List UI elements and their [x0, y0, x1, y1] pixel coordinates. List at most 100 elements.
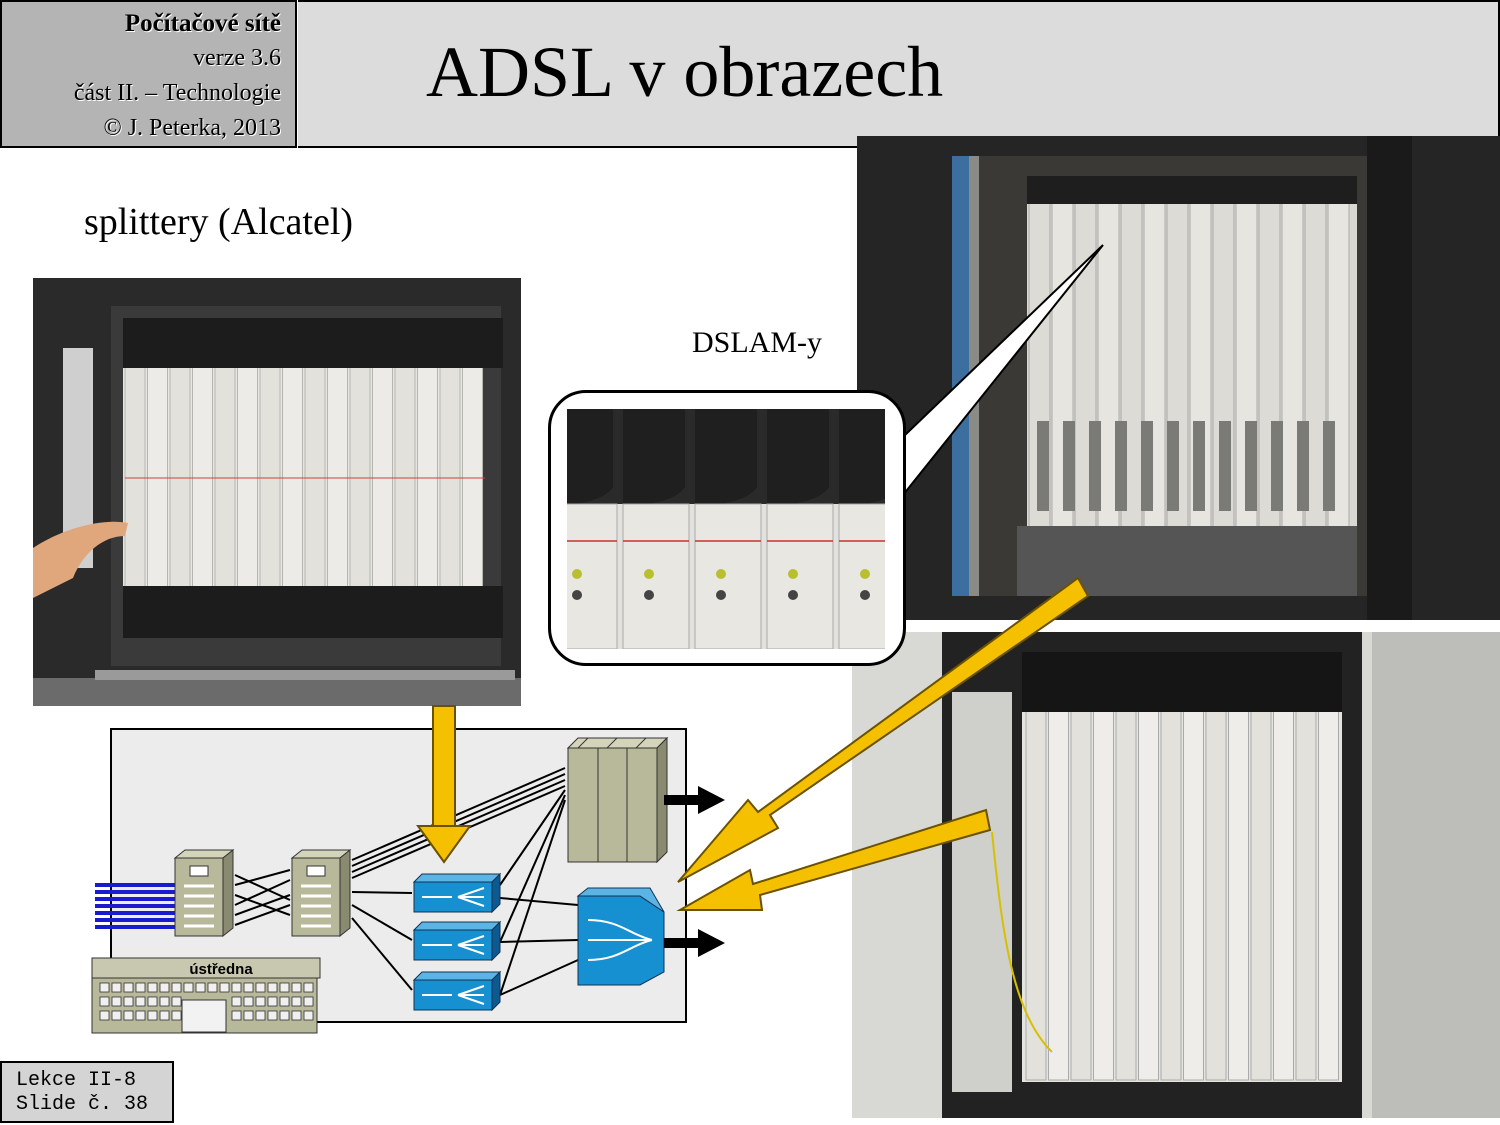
building-window — [291, 996, 302, 1007]
switch-icon-2 — [412, 920, 502, 962]
building-window — [303, 982, 314, 993]
course-version: verze 3.6 — [193, 45, 281, 71]
lesson-number: Lekce II-8 — [16, 1069, 137, 1092]
building-window — [279, 996, 290, 1007]
alm-led — [572, 590, 582, 600]
dslam-cable-connector — [1141, 421, 1153, 511]
dslam-cable-connector — [1297, 421, 1309, 511]
building-window — [159, 982, 170, 993]
card-face — [694, 503, 762, 649]
building-window — [303, 996, 314, 1007]
building-window — [291, 1010, 302, 1021]
building-window — [123, 996, 134, 1007]
dslam-cable-connector — [1245, 421, 1257, 511]
alm-led — [716, 590, 726, 600]
switch-icon-1 — [412, 872, 502, 914]
building-window — [135, 982, 146, 993]
building-window — [111, 1010, 122, 1021]
course-title: Počítačové sítě — [124, 10, 281, 37]
dslam-cable-connector — [1037, 421, 1049, 511]
building-window — [171, 996, 182, 1007]
building-window — [99, 1010, 110, 1021]
dslam-cable-connector — [1063, 421, 1075, 511]
arrow-splitter-to-diagram — [416, 705, 472, 864]
pwr-led — [860, 569, 870, 579]
slide-subtitle: splittery (Alcatel) — [84, 201, 354, 243]
pwr-led — [644, 569, 654, 579]
card-latch — [567, 409, 613, 506]
building-window — [267, 1010, 278, 1021]
building-window — [279, 1010, 290, 1021]
building-window — [267, 996, 278, 1007]
dslam-cable-connector — [1115, 421, 1127, 511]
building-window — [291, 982, 302, 993]
dslam-cable-connector — [1219, 421, 1231, 511]
building-window — [219, 982, 230, 993]
card-latch — [839, 409, 885, 509]
building-window — [99, 982, 110, 993]
building-window — [171, 982, 182, 993]
building-window — [123, 982, 134, 993]
course-info-box: Počítačové sítě verze 3.6 část II. – Tec… — [0, 0, 297, 148]
dslam-photo-top — [857, 136, 1500, 620]
building-window — [111, 982, 122, 993]
dslam-cable-connector — [1323, 421, 1335, 511]
splitter-rack-photo — [33, 278, 521, 706]
card-closeup-photo — [567, 409, 885, 649]
building-window — [99, 996, 110, 1007]
building-window — [183, 982, 194, 993]
uplink-arrow-1 — [664, 786, 725, 814]
building-window — [147, 982, 158, 993]
title-bar: ADSL v obrazech — [298, 0, 1500, 148]
building-window — [159, 1010, 170, 1021]
building-window — [279, 982, 290, 993]
pwr-led — [716, 569, 726, 579]
dslam-cable-connector — [1193, 421, 1205, 511]
building-window — [267, 982, 278, 993]
card-latch — [623, 409, 685, 509]
building-window — [243, 982, 254, 993]
building-window — [135, 996, 146, 1007]
slide-title: ADSL v obrazech — [426, 32, 944, 112]
building-label: ústředna — [189, 961, 253, 978]
dslam-label: DSLAM-y — [692, 326, 823, 359]
alm-led — [644, 590, 654, 600]
building-window — [231, 996, 242, 1007]
switch-icon-3 — [412, 970, 502, 1012]
building-window — [159, 996, 170, 1007]
dslam-chassis-icon — [566, 736, 669, 864]
building-window — [243, 996, 254, 1007]
alm-led — [788, 590, 798, 600]
arrow-dslam-bottom-to-diagram — [676, 808, 992, 911]
dslam-photo-bottom — [852, 632, 1500, 1118]
pwr-led — [788, 569, 798, 579]
building-window — [255, 1010, 266, 1021]
building-window — [195, 982, 206, 993]
building-window — [255, 982, 266, 993]
dslam-cable-connector — [1271, 421, 1283, 511]
alm-led — [860, 590, 870, 600]
building-window — [303, 1010, 314, 1021]
server-icon-1 — [173, 848, 235, 938]
pwr-led — [572, 569, 582, 579]
building-window — [255, 996, 266, 1007]
dslam-cable-connector — [1089, 421, 1101, 511]
slide-number: Slide č. 38 — [16, 1093, 149, 1116]
building-window — [147, 1010, 158, 1021]
building-window — [123, 1010, 134, 1021]
building-window — [171, 1010, 182, 1021]
building-window — [147, 996, 158, 1007]
card-face — [766, 503, 834, 649]
building-window — [207, 982, 218, 993]
building-window — [135, 1010, 146, 1021]
zoom-callout — [548, 390, 906, 666]
building-window — [231, 1010, 242, 1021]
building-window — [243, 1010, 254, 1021]
dslam-cable-connector — [1167, 421, 1179, 511]
card-face — [622, 503, 690, 649]
server-icon-2 — [290, 848, 352, 938]
building-window — [231, 982, 242, 993]
aggregation-router-icon — [576, 887, 665, 986]
